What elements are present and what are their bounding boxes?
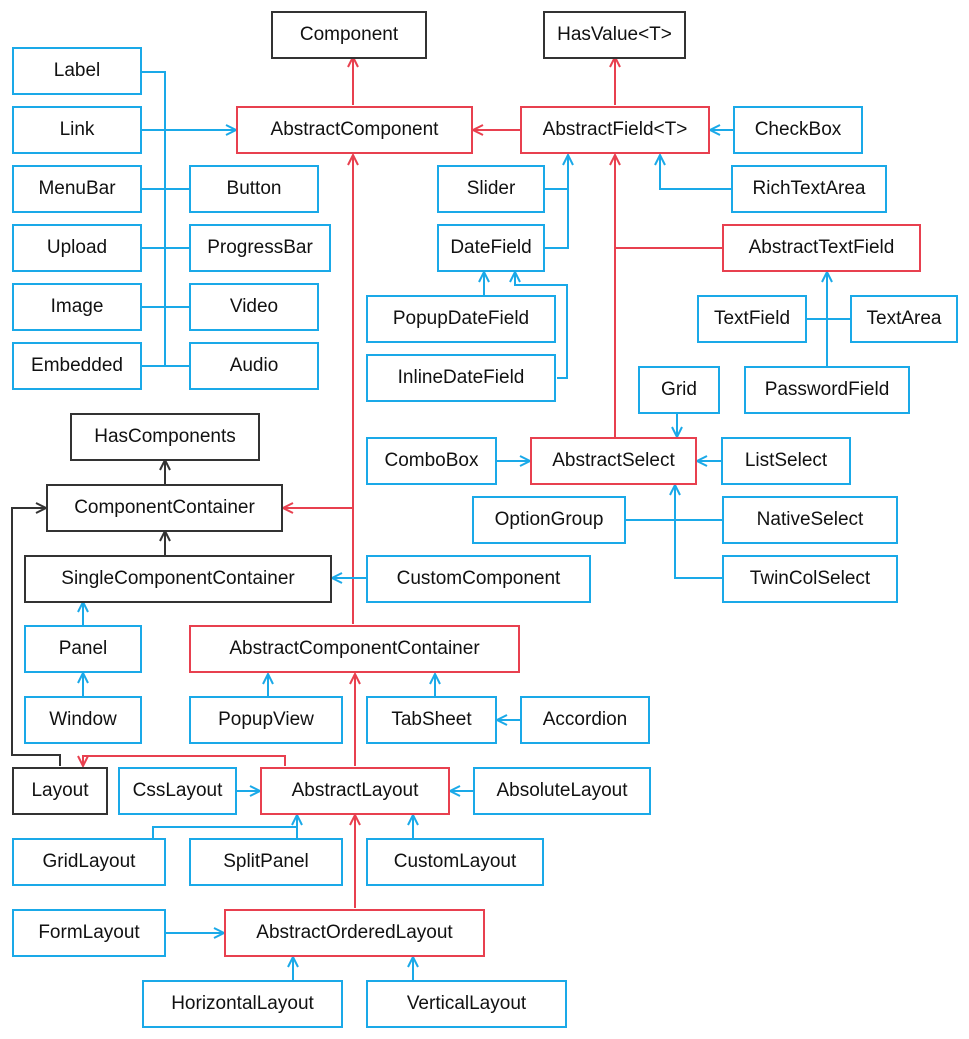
node-abstractselect: AbstractSelect <box>530 437 697 485</box>
node-hasvalue: HasValue<T> <box>543 11 686 59</box>
node-componentcontainer: ComponentContainer <box>46 484 283 532</box>
node-video: Video <box>189 283 319 331</box>
node-abstractorderedlayout: AbstractOrderedLayout <box>224 909 485 957</box>
edge-layout-componentcontainer <box>11 508 61 766</box>
node-horizontallayout: HorizontalLayout <box>142 980 343 1028</box>
node-verticallayout: VerticalLayout <box>366 980 567 1028</box>
node-textarea: TextArea <box>850 295 958 343</box>
node-optiongroup: OptionGroup <box>472 496 626 544</box>
node-twincolselect: TwinColSelect <box>722 555 898 603</box>
node-inlinedatefield: InlineDateField <box>366 354 556 402</box>
node-passwordfield: PasswordField <box>744 366 910 414</box>
node-link: Link <box>12 106 142 154</box>
node-menubar: MenuBar <box>12 165 142 213</box>
node-audio: Audio <box>189 342 319 390</box>
node-button: Button <box>189 165 319 213</box>
node-panel: Panel <box>24 625 142 673</box>
node-checkbox: CheckBox <box>733 106 863 154</box>
node-abstractfield: AbstractField<T> <box>520 106 710 154</box>
node-abstractcomponent: AbstractComponent <box>236 106 473 154</box>
edge-richtextarea <box>660 155 731 190</box>
node-formlayout: FormLayout <box>12 909 166 957</box>
edge-left-bus <box>141 71 166 367</box>
node-combobox: ComboBox <box>366 437 497 485</box>
edge-slider <box>545 155 568 190</box>
edge-inlinedatefield <box>515 272 568 379</box>
node-popupdatefield: PopupDateField <box>366 295 556 343</box>
node-customlayout: CustomLayout <box>366 838 544 886</box>
node-nativeselect: NativeSelect <box>722 496 898 544</box>
node-label: Label <box>12 47 142 95</box>
edge-datefield <box>545 189 569 249</box>
node-upload: Upload <box>12 224 142 272</box>
node-splitpanel: SplitPanel <box>189 838 343 886</box>
node-component: Component <box>271 11 427 59</box>
node-listselect: ListSelect <box>721 437 851 485</box>
edge-gridlayout <box>152 826 297 838</box>
node-popupview: PopupView <box>189 696 343 744</box>
node-gridlayout: GridLayout <box>12 838 166 886</box>
node-tabsheet: TabSheet <box>366 696 497 744</box>
edge-twincolselect <box>675 485 722 579</box>
node-datefield: DateField <box>437 224 545 272</box>
node-singlecomponentcontainer: SingleComponentContainer <box>24 555 332 603</box>
node-accordion: Accordion <box>520 696 650 744</box>
node-hascomponents: HasComponents <box>70 413 260 461</box>
node-window: Window <box>24 696 142 744</box>
node-grid: Grid <box>638 366 720 414</box>
node-customcomponent: CustomComponent <box>366 555 591 603</box>
node-image: Image <box>12 283 142 331</box>
node-progressbar: ProgressBar <box>189 224 331 272</box>
node-richtextarea: RichTextArea <box>731 165 887 213</box>
node-layout: Layout <box>12 767 108 815</box>
node-csslayout: CssLayout <box>118 767 237 815</box>
node-embedded: Embedded <box>12 342 142 390</box>
node-textfield: TextField <box>697 295 807 343</box>
node-abstractcomponentcontainer: AbstractComponentContainer <box>189 625 520 673</box>
node-abstracttextfield: AbstractTextField <box>722 224 921 272</box>
node-absolutelayout: AbsoluteLayout <box>473 767 651 815</box>
edge-abstractlayout-layout <box>83 755 286 766</box>
node-abstractlayout: AbstractLayout <box>260 767 450 815</box>
node-slider: Slider <box>437 165 545 213</box>
